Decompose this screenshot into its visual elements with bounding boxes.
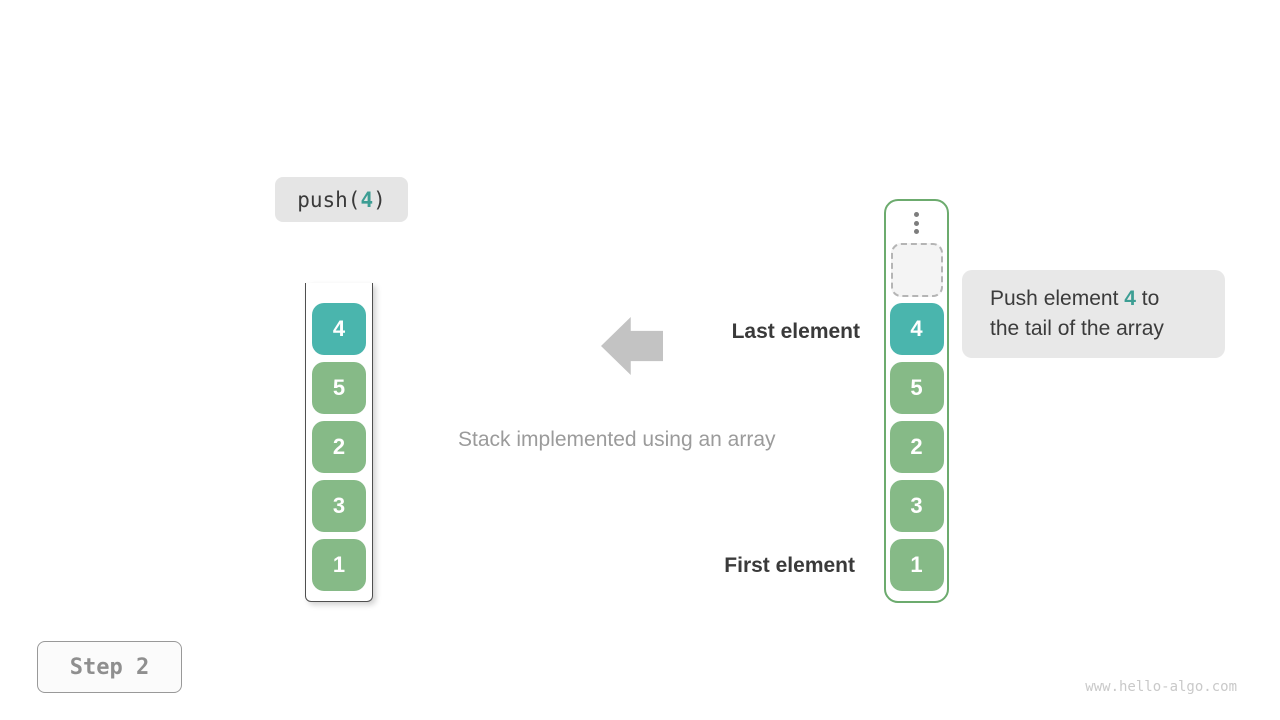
step-badge-label: Step 2 — [69, 654, 150, 680]
push-tooltip: Push element 4 to the tail of the array — [962, 270, 1225, 358]
tooltip-highlight-value: 4 — [1124, 287, 1136, 310]
watermark-url: www.hello-algo.com — [1085, 679, 1237, 695]
stack-container: 4 5 2 3 1 — [305, 283, 373, 602]
tooltip-line2: the tail of the array — [990, 317, 1164, 340]
array-element: 3 — [889, 480, 944, 532]
vertical-dots-icon — [914, 212, 919, 234]
stack-element: 3 — [312, 480, 366, 532]
tooltip-text: to — [1135, 287, 1160, 310]
stack-element: 1 — [312, 539, 366, 591]
tooltip-line1: Push element 4 to — [990, 284, 1225, 314]
stack-element: 2 — [312, 421, 366, 473]
push-call-suffix: ) — [373, 187, 386, 212]
stack-element: 4 — [312, 303, 366, 355]
array-element: 5 — [889, 362, 944, 414]
push-call-prefix: push( — [297, 187, 361, 212]
push-call-arg: 4 — [360, 187, 374, 212]
step-badge: Step 2 — [37, 641, 182, 693]
stack-element: 5 — [312, 362, 366, 414]
tooltip-text: Push element — [990, 287, 1125, 310]
diagram-caption: Stack implemented using an array — [458, 428, 776, 451]
dot — [914, 229, 919, 234]
array-element: 1 — [889, 539, 944, 591]
push-operation-badge: push(4) — [275, 177, 408, 222]
array-element: 4 — [889, 303, 944, 355]
first-element-label: First element — [724, 554, 855, 577]
empty-slot — [890, 243, 943, 297]
array-element: 2 — [889, 421, 944, 473]
array-container: 4 5 2 3 1 — [884, 199, 949, 603]
last-element-label: Last element — [731, 320, 860, 343]
dot — [914, 220, 919, 226]
arrow-left-icon — [601, 317, 663, 375]
dot — [914, 212, 919, 217]
